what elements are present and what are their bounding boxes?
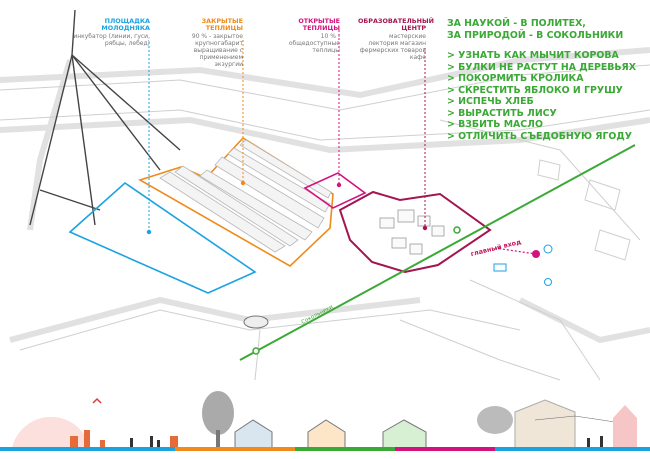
bird-icon (92, 397, 102, 404)
label-closed-desc: 90 % - закрытое крупногабарит выращивани… (191, 33, 243, 68)
map-contours (0, 64, 650, 381)
label-closed-title: ЗАКРЫТЫЕ ТЕПЛИЦЫ (201, 17, 243, 32)
label-open-desc: 10 % - общедоступные теплицы (288, 33, 340, 54)
label-youngling-desc: инкубатор (линии, гуси, рябцы, лебед) (73, 33, 150, 47)
activity-item: > УЗНАТЬ КАК МЫЧИТ КОРОВА (447, 50, 619, 61)
activity-item: > ВЗБИТЬ МАСЛО (447, 119, 543, 130)
pavilion (243, 315, 269, 329)
label-edu-desc: мастерские лектория магазин фермерских т… (359, 33, 426, 61)
activity-item: > БУЛКИ НЕ РАСТУТ НА ДЕРЕВЬЯХ (447, 61, 636, 73)
green-route (239, 144, 636, 361)
activity-item: > ИСПЕЧЬ ХЛЕБ (447, 96, 534, 107)
house-icon (514, 399, 576, 449)
metro-icon (543, 244, 553, 254)
slogan-block: ЗА НАУКОЙ - В ПОЛИТЕХ, ЗА ПРИРОДОЙ - В С… (447, 18, 636, 142)
slogan-line-1: ЗА НАУКОЙ - В ПОЛИТЕХ, (447, 18, 586, 29)
label-open: ОТКРЫТЫЕ ТЕПЛИЦЫ 10 % - общедоступные те… (268, 17, 340, 55)
people-silhouettes (130, 436, 603, 448)
tower-icon (613, 405, 637, 448)
animal-silhouettes (70, 430, 178, 448)
activity-item: > СКРЕСТИТЬ ЯБЛОКО И ГРУШУ (447, 84, 623, 96)
greenhouse-sections (234, 419, 427, 449)
slogan-line-2: ЗА ПРИРОДОЙ - В СОКОЛЬНИКИ (447, 30, 624, 41)
bottom-illustration-strip (0, 391, 650, 451)
entrance-marker (532, 250, 540, 258)
bus-stop-icon (544, 278, 552, 286)
open-marker (336, 182, 342, 188)
entrance-leader (494, 247, 537, 255)
label-closed: ЗАКРЫТЫЕ ТЕПЛИЦЫ 90 % - закрытое крупног… (175, 17, 243, 69)
closed-marker (240, 180, 246, 186)
tower-structure (29, 9, 181, 226)
tree-icon-2 (477, 406, 513, 434)
edu-center-area (338, 190, 492, 274)
route-stop-1 (252, 347, 260, 355)
open-greenhouses-area (303, 172, 367, 209)
label-open-title: ОТКРЫТЫЕ ТЕПЛИЦЫ (298, 17, 340, 32)
label-edu-title: ОБРАЗОВАТЕЛЬНЫЙ ЦЕНТР (358, 17, 434, 32)
string-lights (534, 415, 616, 423)
route-stop-2 (453, 226, 461, 234)
activity-list: > УЗНАТЬ КАК МЫЧИТ КОРОВА > БУЛКИ НЕ РАС… (447, 50, 636, 142)
youngling-area (68, 181, 257, 294)
label-edu: ОБРАЗОВАТЕЛЬНЫЙ ЦЕНТР мастерские лектори… (358, 17, 434, 62)
edu-buildings (379, 209, 445, 255)
activity-item: > ВЫРАСТИТЬ ЛИСУ (447, 107, 557, 119)
greenhouse-rows (159, 139, 332, 253)
edu-marker (422, 225, 428, 231)
tree-icon (202, 391, 234, 435)
label-youngling: ПЛОЩАДКА МОЛОДНЯКА инкубатор (линии, гус… (72, 17, 150, 48)
youngling-marker (146, 229, 152, 235)
label-youngling-title: ПЛОЩАДКА МОЛОДНЯКА (101, 17, 150, 32)
activity-item: > ОТЛИЧИТЬ СЪЕДОБНУЮ ЯГОДУ (447, 130, 632, 142)
parking-icon (493, 263, 507, 272)
activity-item: > ПОКОРМИТЬ КРОЛИКА (447, 73, 584, 84)
sun-shape (12, 416, 90, 448)
road-network (0, 47, 650, 344)
